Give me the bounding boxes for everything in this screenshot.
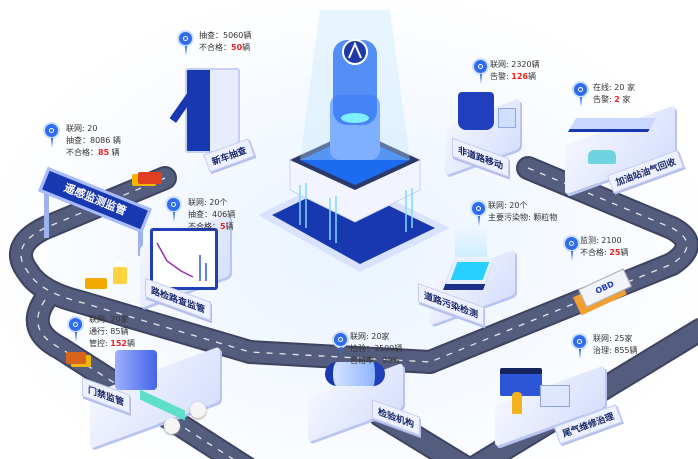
forklift-icon — [458, 92, 494, 130]
stats-road-pollution: 联网: 20个 主要污染物: 颗粒物 — [488, 201, 558, 222]
dump-truck-icon — [500, 368, 542, 396]
dynamometer-roller-icon — [325, 362, 385, 386]
location-pin-icon — [472, 202, 485, 226]
camera-dome-icon — [190, 402, 206, 418]
traffic-officer-icon — [113, 262, 127, 284]
gantry-post — [44, 190, 49, 238]
stats-gas-station: 在线: 20 家 告警: 2 家 — [593, 83, 635, 104]
location-pin-icon — [474, 60, 487, 84]
road-center-line — [20, 177, 431, 363]
central-tower — [333, 40, 377, 125]
gas-station-canopy — [567, 118, 657, 132]
location-pin-icon — [45, 124, 58, 148]
truck-cab — [540, 385, 570, 407]
stats-non-road: 联网: 2320辆 告警: 126辆 — [490, 60, 540, 81]
stats-new-car: 抽查：5060辆 不合格：50辆 — [199, 31, 252, 52]
stats-remote-sensing: 联网: 20 抽查：8086 辆 不合格：85 辆 — [66, 124, 121, 157]
location-pin-icon — [69, 318, 82, 342]
location-pin-icon — [565, 237, 578, 261]
gate-building — [115, 350, 157, 390]
sensor-light-beam — [455, 225, 487, 257]
camera-dome-icon — [164, 418, 180, 434]
cargo-box-icon — [498, 108, 516, 128]
location-pin-icon — [573, 335, 586, 359]
location-pin-icon — [574, 83, 587, 107]
stats-obd: 监测: 2100 不合格: 25辆 — [580, 236, 629, 257]
stats-repair: 联网: 25家 治理: 855辆 — [593, 334, 638, 355]
location-pin-icon — [167, 198, 180, 222]
truck-icon — [85, 278, 107, 289]
stats-inspection: 联网: 20家 检验：3509辆 合格率：90% — [350, 332, 403, 365]
location-pin-icon — [334, 333, 347, 357]
monitor-chart-screen — [150, 228, 218, 290]
stats-gate: 联网: 20家 通行: 85辆 管控: 152辆 — [89, 315, 135, 348]
location-pin-icon — [179, 32, 192, 56]
car-icon — [588, 150, 616, 164]
truck-icon — [66, 352, 86, 364]
stats-road-check: 联网: 20个 抽查：406辆 不合格：5辆 — [188, 198, 236, 231]
new-car-inspection-building — [185, 68, 240, 153]
gantry-post — [138, 222, 143, 256]
truck-icon — [138, 172, 162, 184]
mechanic-icon — [512, 392, 522, 414]
